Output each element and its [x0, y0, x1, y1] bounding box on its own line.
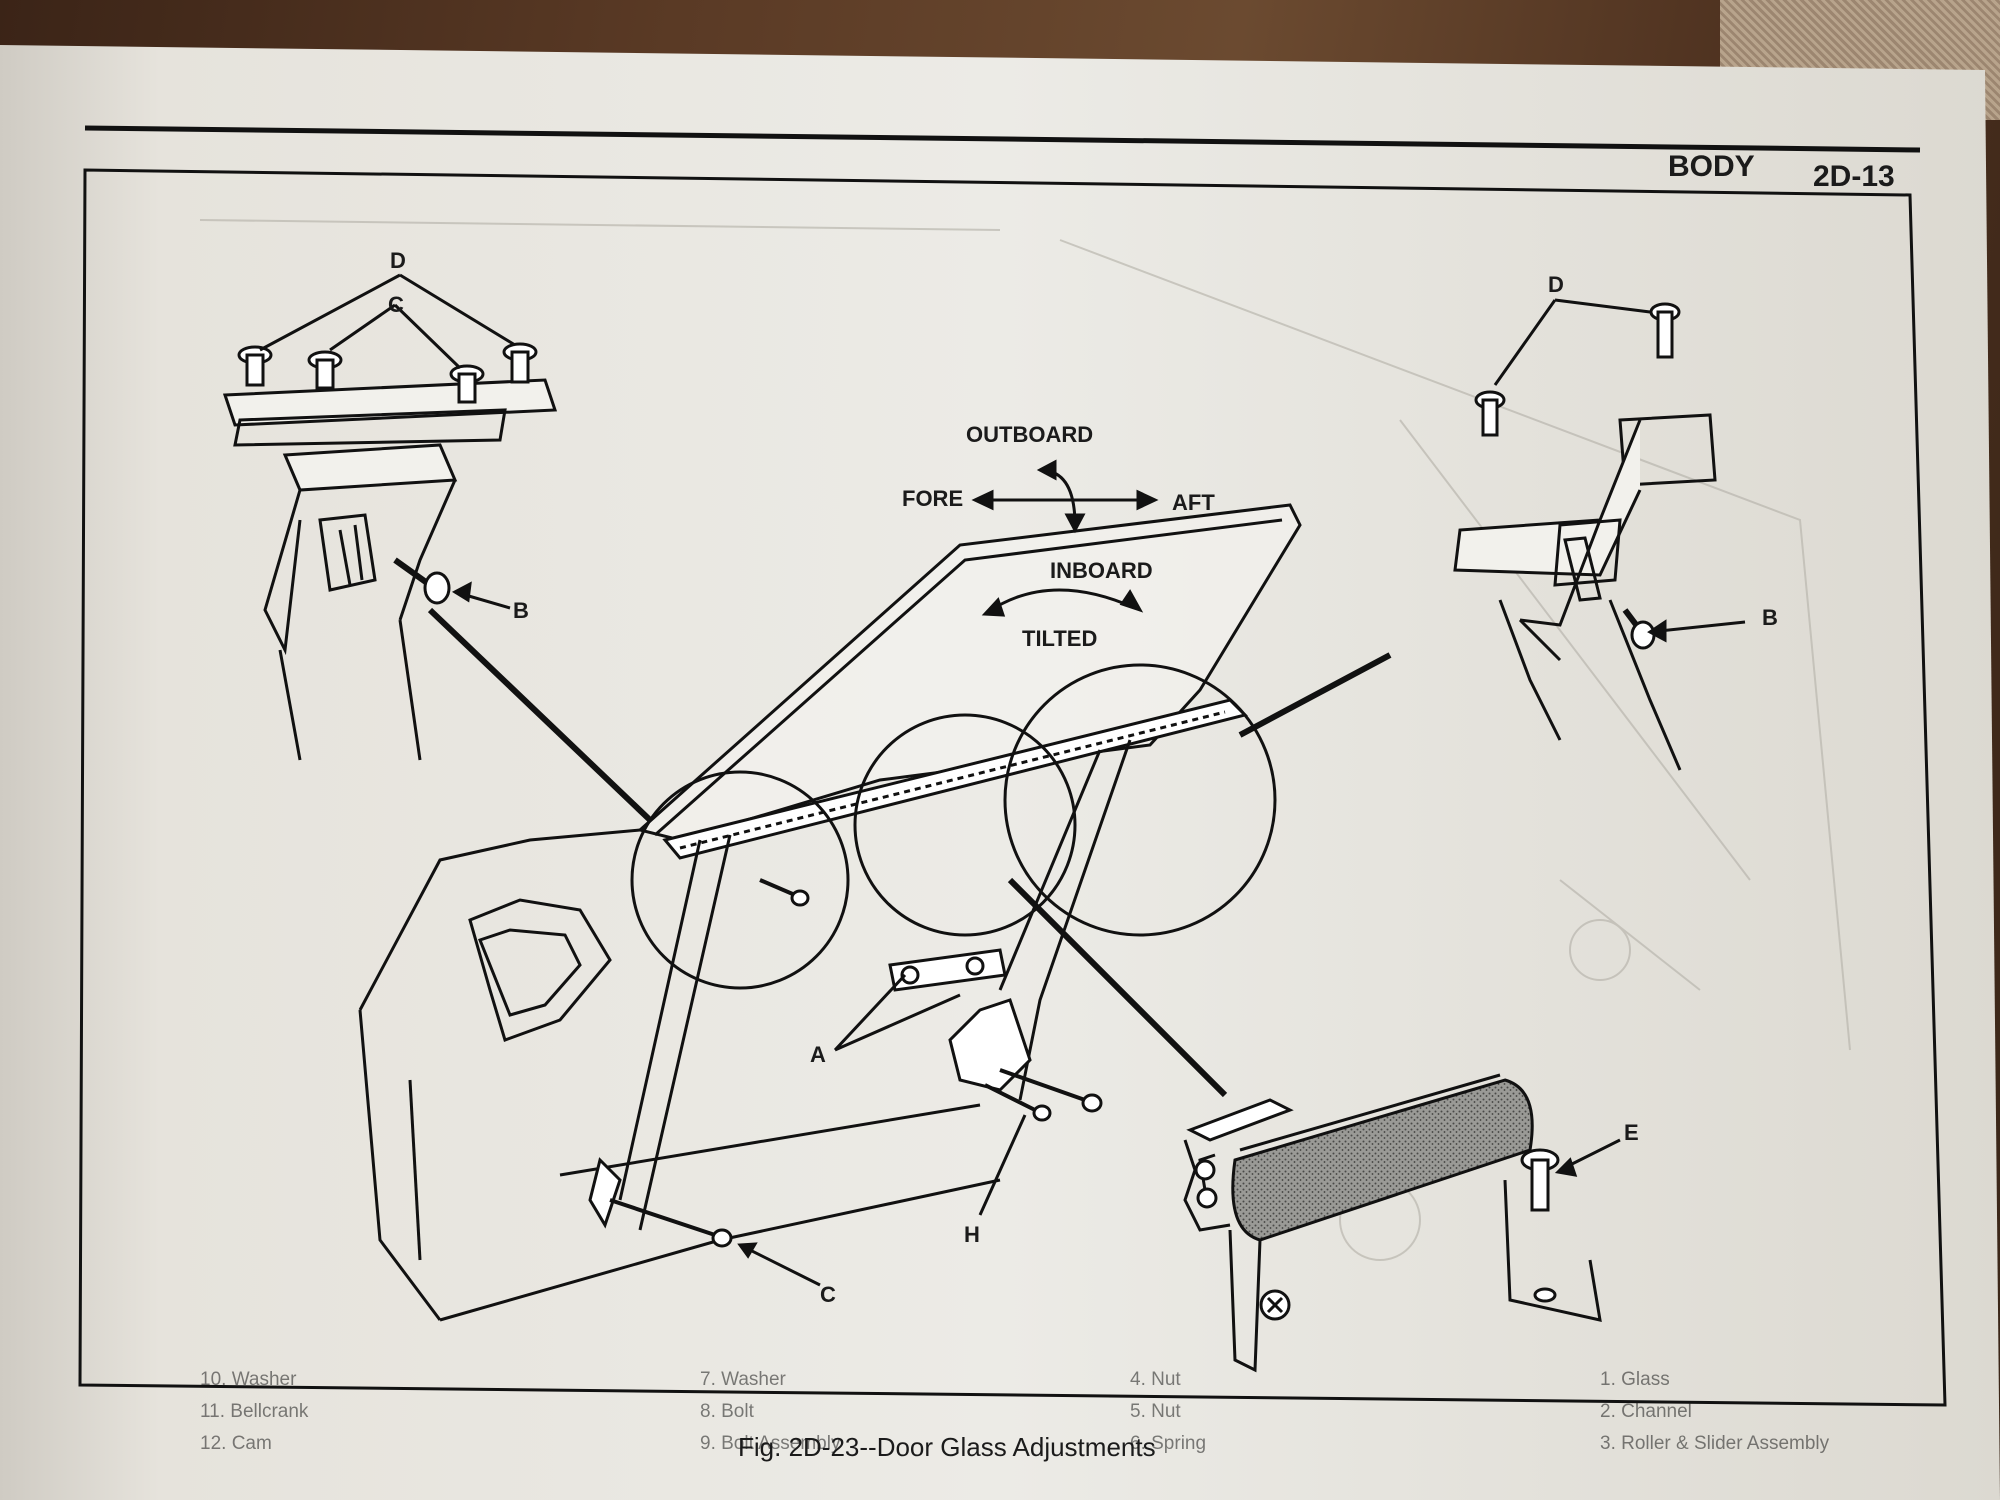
- screw-b-right-icon: [1622, 608, 1656, 650]
- legend-bleed-col1-item: 2. Channel: [1600, 1401, 1692, 1422]
- header-rule: [84, 125, 1921, 153]
- bolt-c2-icon: [449, 364, 485, 404]
- screw-b-left-icon: [393, 557, 451, 605]
- legend-bleed-col2-item: 5. Nut: [1130, 1401, 1181, 1422]
- legend-bleed-col4-item: 11. Bellcrank: [200, 1401, 309, 1422]
- label-tilted: TILTED: [1022, 626, 1097, 651]
- header-section: BODY: [1668, 150, 1755, 183]
- top-left-detail-drawing: [222, 273, 653, 823]
- label-aft: AFT: [1172, 490, 1215, 515]
- label-h: H: [964, 1222, 980, 1247]
- detail-circle-middle: [853, 713, 1077, 937]
- label-b-right: B: [1762, 605, 1778, 630]
- label-outboard: OUTBOARD: [966, 422, 1093, 447]
- foam-seal: [1231, 1078, 1534, 1242]
- bolt-d1-icon: [237, 345, 273, 387]
- label-e: E: [1624, 1120, 1639, 1145]
- detail-circle-left: [630, 770, 850, 990]
- legend-bleed-col1-item: 3. Roller & Slider Assembly: [1600, 1433, 1830, 1454]
- door-glass-assembly-drawing: [358, 459, 1302, 1322]
- bolt-d2-icon: [502, 342, 538, 384]
- bolt-d-right-2-icon: [1474, 390, 1506, 437]
- bolt-d-right-1-icon: [1649, 302, 1681, 359]
- label-inboard: INBOARD: [1050, 558, 1153, 583]
- legend-bleed-col2-item: 6. Spring: [1130, 1433, 1206, 1454]
- label-c-left: C: [388, 292, 404, 317]
- legend-bleed-col3-item: 8. Bolt: [700, 1401, 755, 1422]
- label-fore: FORE: [902, 486, 963, 511]
- figure-caption: Fig. 2D-23--Door Glass Adjustments: [738, 1432, 1156, 1462]
- legend-bleed-col3-item: 9. Bolt Assembly: [700, 1433, 841, 1454]
- legend-bleed-col2-item: 4. Nut: [1130, 1369, 1181, 1390]
- header-page-number: 2D-13: [1813, 160, 1895, 193]
- legend-bleed-col3-item: 7. Washer: [700, 1369, 787, 1390]
- label-b-left: B: [513, 598, 529, 623]
- legend-bleed-col4-item: 12. Cam: [200, 1433, 272, 1454]
- weatherstrip-seal-detail-drawing: [1183, 1073, 1621, 1373]
- legend-bleed-col1-item: 1. Glass: [1600, 1369, 1670, 1390]
- detail-circle-right: [1003, 663, 1277, 937]
- bolt-c1-icon: [307, 350, 343, 390]
- label-a: A: [810, 1042, 826, 1067]
- top-right-detail-drawing: [1238, 298, 1746, 771]
- label-c-bottom: C: [820, 1282, 836, 1307]
- figure-border: [78, 168, 1947, 1407]
- label-d-right: D: [1548, 272, 1564, 297]
- bleed-through-legend: 10. Washer 11. Bellcrank 12. Cam 7. Washer 8…: [200, 1369, 1830, 1454]
- label-d-left: D: [390, 248, 406, 273]
- legend-bleed-col4-item: 10. Washer: [200, 1369, 297, 1390]
